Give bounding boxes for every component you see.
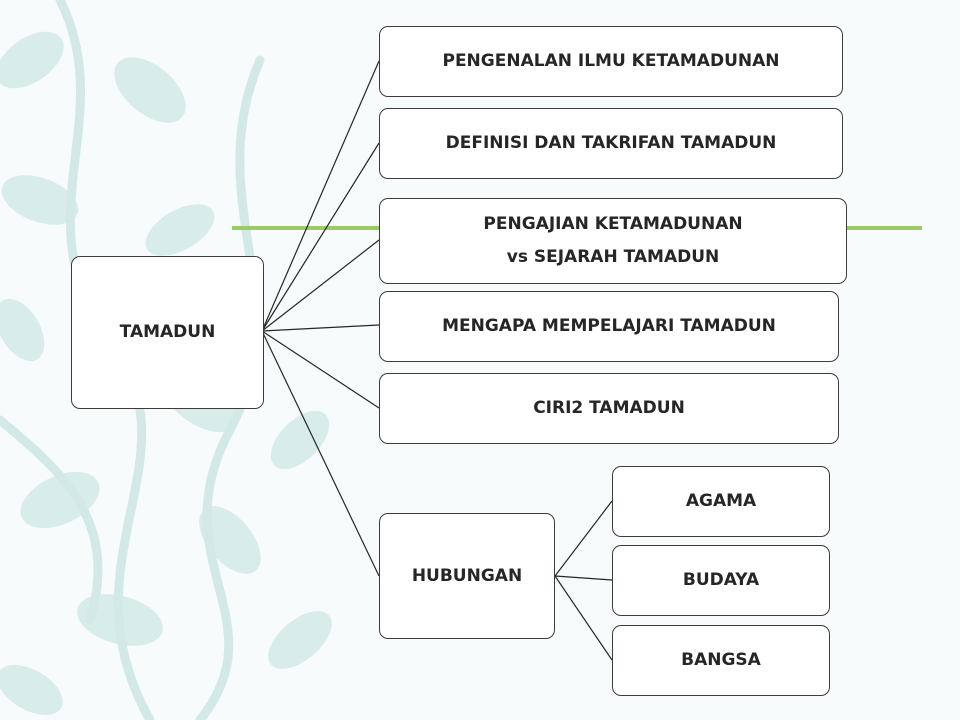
connector-mengapa xyxy=(261,324,380,332)
node-label: BUDAYA xyxy=(682,570,760,591)
node-definisi: DEFINISI DAN TAKRIFAN TAMADUN xyxy=(379,108,843,179)
node-label: CIRI2 TAMADUN xyxy=(533,398,685,419)
node-budaya: BUDAYA xyxy=(612,545,830,616)
connector-ciri2 xyxy=(261,330,380,409)
leaf-shape xyxy=(0,31,64,89)
leaf-shape xyxy=(199,506,261,574)
node-label-line-1: PENGAJIAN KETAMADUNAN xyxy=(483,214,743,235)
node-label: AGAMA xyxy=(685,491,757,512)
accent-bar-right xyxy=(846,226,922,230)
leaf-shape xyxy=(77,594,163,646)
leaf-shape xyxy=(114,57,186,123)
leaf-shape xyxy=(0,298,45,362)
node-label-line-2: vs SEJARAH TAMADUN xyxy=(506,247,720,267)
leaf-shape xyxy=(270,410,330,470)
leaf-shape xyxy=(1,175,79,225)
node-agama: AGAMA xyxy=(612,466,830,537)
connector-definisi xyxy=(261,142,380,332)
node-mengapa: MENGAPA MEMPELAJARI TAMADUN xyxy=(379,291,839,362)
connector-pengenalan xyxy=(261,60,380,332)
node-label: DEFINISI DAN TAKRIFAN TAMADUN xyxy=(445,133,777,154)
node-tamadun: TAMADUN xyxy=(71,256,264,409)
connector-hubungan xyxy=(261,330,380,577)
node-label: TAMADUN xyxy=(119,322,216,343)
node-bangsa: BANGSA xyxy=(612,625,830,696)
leaf-shape xyxy=(20,471,100,529)
node-hubungan: HUBUNGAN xyxy=(379,513,555,639)
node-ciri2: CIRI2 TAMADUN xyxy=(379,373,839,444)
leaf-shape xyxy=(0,665,63,715)
leaf-shape xyxy=(268,611,332,669)
node-label: BANGSA xyxy=(681,650,761,671)
node-pengajian: PENGAJIAN KETAMADUNAN vs SEJARAH TAMADUN xyxy=(379,198,847,284)
connector-pengajian xyxy=(261,239,380,332)
connector-budaya xyxy=(554,575,613,581)
node-label: PENGENALAN ILMU KETAMADUNAN xyxy=(442,51,780,72)
node-label: HUBUNGAN xyxy=(411,565,523,586)
node-pengenalan: PENGENALAN ILMU KETAMADUNAN xyxy=(379,26,843,97)
connector-agama xyxy=(554,500,613,577)
node-label: MENGAPA MEMPELAJARI TAMADUN xyxy=(442,316,776,337)
leaf-shape xyxy=(145,204,215,256)
connector-bangsa xyxy=(554,575,613,661)
